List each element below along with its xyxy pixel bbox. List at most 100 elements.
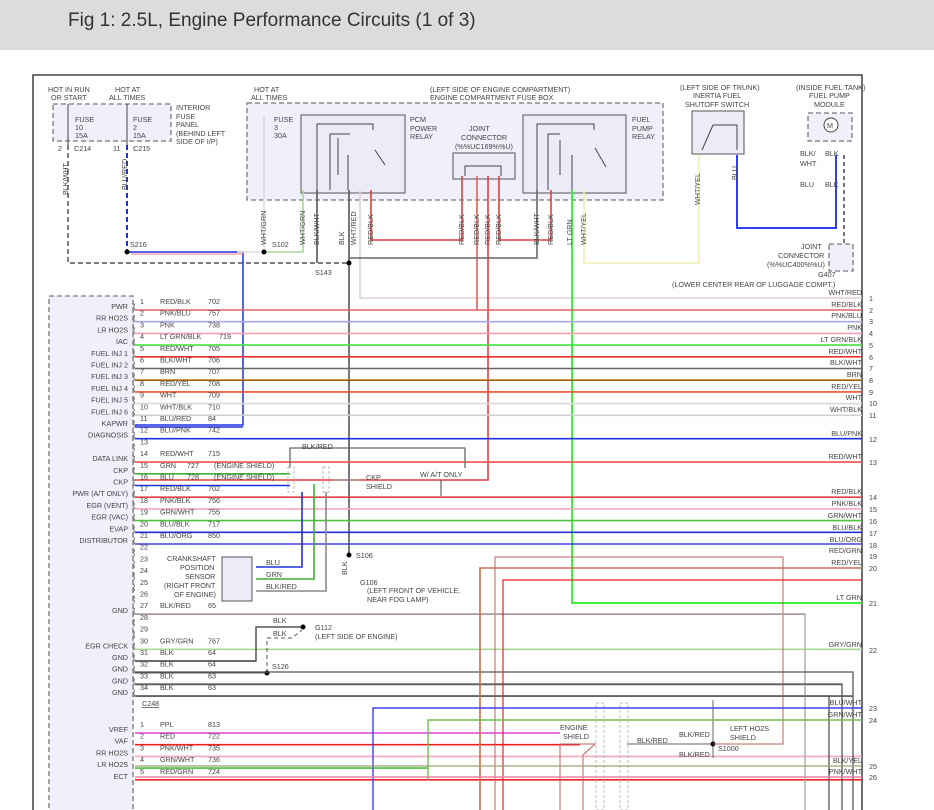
circuit-number: 715 xyxy=(208,449,220,458)
splice-s143 xyxy=(346,260,352,266)
wire-label: RED/BLK xyxy=(546,214,555,245)
inertia-fuel-shutoff-switch: (LEFT SIDE OF TRUNK) INERTIA FUEL SHUTOF… xyxy=(680,83,760,205)
wire-color-label: RED/BLK xyxy=(831,300,862,309)
pin-function: GND xyxy=(112,606,128,615)
pin-number: 21 xyxy=(140,531,148,540)
svg-text:BLU: BLU xyxy=(730,166,739,180)
svg-text:BLU: BLU xyxy=(800,180,814,189)
pin-row: 25 xyxy=(132,578,148,593)
wire-label: WHT/YEL xyxy=(579,213,588,245)
circuit-number: 63 xyxy=(208,671,216,680)
pin-number: 3 xyxy=(869,317,873,326)
wire-color-label: BRN xyxy=(847,370,862,379)
pin-number: 18 xyxy=(140,496,148,505)
connector-c248-label: C248 xyxy=(142,699,159,708)
pin-number: 23 xyxy=(140,554,148,563)
svg-text:BLK: BLK xyxy=(273,616,287,625)
pin-number: 8 xyxy=(869,376,873,385)
pin-number: 9 xyxy=(140,391,144,400)
pin-terminal xyxy=(132,407,135,417)
pin-terminal xyxy=(132,536,135,546)
wire-label: WHT/GRN xyxy=(298,211,307,245)
wire-color-label: BLU xyxy=(160,473,174,482)
pin-number: 5 xyxy=(140,344,144,353)
svg-text:G407: G407 xyxy=(818,270,836,279)
pin-terminal xyxy=(132,478,135,487)
svg-text:SHIELD: SHIELD xyxy=(366,482,392,491)
circuit-number: 707 xyxy=(208,367,220,376)
pin-number: 12 xyxy=(869,435,877,444)
pin-number: 2 xyxy=(140,309,144,318)
right-pin: PNK/BLU 3 xyxy=(831,311,873,326)
svg-text:(INSIDE FUEL TANK): (INSIDE FUEL TANK) xyxy=(796,83,865,92)
wire-color-label: RED/YEL xyxy=(831,558,862,567)
wire-color-label: LT GRN xyxy=(836,593,862,602)
svg-text:HOT IN RUN: HOT IN RUN xyxy=(48,85,90,94)
pin-number: 7 xyxy=(140,367,144,376)
splice-s216 xyxy=(124,249,130,255)
svg-text:(LOWER CENTER REAR OF LUGGAGE: (LOWER CENTER REAR OF LUGGAGE COMPT.) xyxy=(672,280,835,289)
wire-color-label: PNK/BLU xyxy=(831,311,862,320)
pin-function: GND xyxy=(112,676,128,685)
wire-color-label: BLU/ORG xyxy=(160,531,193,540)
wire-color-label: PNK xyxy=(160,320,175,329)
wire-color-label: BRN xyxy=(160,367,175,376)
pin-number: 14 xyxy=(140,449,148,458)
pin-terminal xyxy=(132,595,135,604)
pin-function: GND xyxy=(112,665,128,674)
svg-text:(LEFT SIDE OF ENGINE): (LEFT SIDE OF ENGINE) xyxy=(315,632,398,641)
wire-color-label: GRN/WHT xyxy=(160,755,195,764)
svg-text:2: 2 xyxy=(133,123,137,132)
wire-color-label: RED/YEL xyxy=(831,382,862,391)
svg-text:S106: S106 xyxy=(356,551,373,560)
pin-terminal xyxy=(132,442,135,452)
pin-function: VAF xyxy=(115,737,129,746)
pin-number: 19 xyxy=(869,552,877,561)
pin-terminal xyxy=(132,337,135,347)
pin-terminal xyxy=(132,372,135,382)
svg-text:G106: G106 xyxy=(360,578,378,587)
wire-color-label: PNK/BLU xyxy=(160,309,191,318)
svg-text:FUSE: FUSE xyxy=(75,115,94,124)
pin-number: 24 xyxy=(140,566,148,575)
splice-s102 xyxy=(261,249,267,255)
pin-terminal xyxy=(132,571,135,581)
pin-function: IAC xyxy=(116,337,128,346)
pin-function: VREF xyxy=(109,725,129,734)
svg-text:(LEFT SIDE OF TRUNK): (LEFT SIDE OF TRUNK) xyxy=(680,83,760,92)
pcm-connector-c1 xyxy=(48,295,134,810)
wire-label: RED/BLK xyxy=(472,214,481,245)
wire-color-label: GRN/WHT xyxy=(828,511,863,520)
pin-terminal xyxy=(132,489,135,499)
svg-text:GRN: GRN xyxy=(266,570,282,579)
svg-text:POSITION: POSITION xyxy=(180,563,214,572)
svg-text:M: M xyxy=(827,121,833,130)
pin-number: 10 xyxy=(140,402,148,411)
circuit-number: 735 xyxy=(208,743,220,752)
svg-text:HOT AT: HOT AT xyxy=(254,85,280,94)
pin-terminal xyxy=(132,314,135,324)
pin-function: EGR CHECK xyxy=(85,641,128,650)
svg-text:BLK: BLK xyxy=(825,149,839,158)
splice-label: S143 xyxy=(315,268,332,277)
wire-color-label: GRN xyxy=(160,461,176,470)
pin-function: FUEL INJ 1 xyxy=(91,349,128,358)
pin-number: 26 xyxy=(140,590,148,599)
svg-text:(%%UC400%%U): (%%UC400%%U) xyxy=(767,260,825,269)
circuit-number: 63 xyxy=(208,683,216,692)
pin-function: FUEL INJ 6 xyxy=(91,407,128,416)
